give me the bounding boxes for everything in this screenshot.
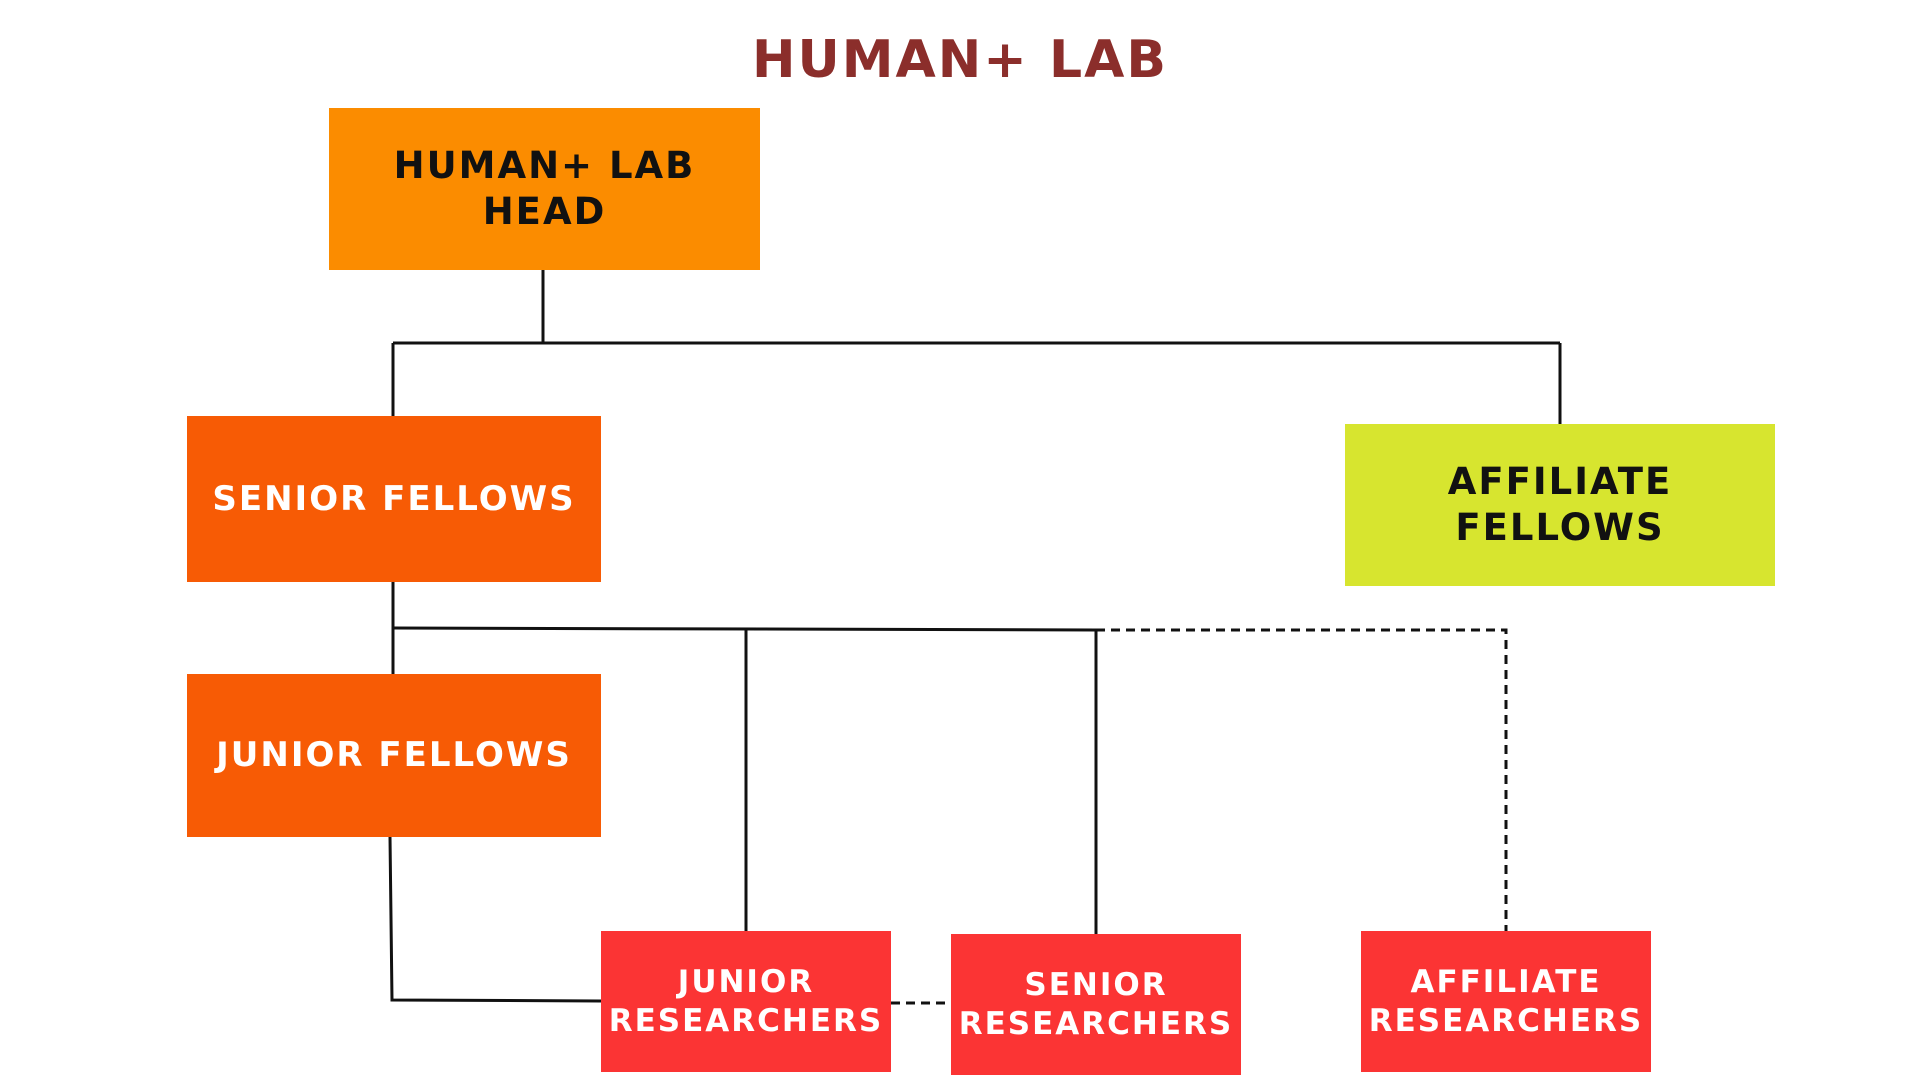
node-junior-researchers-line2: RESEARCHERS — [608, 1002, 884, 1039]
node-affiliate-fellows-line2: FELLOWS — [1455, 506, 1665, 549]
dashed-connector-to-affiliate-researchers — [1096, 628, 1508, 931]
node-senior-researchers-line2: RESEARCHERS — [958, 1005, 1234, 1042]
node-affiliate-researchers: AFFILIATE RESEARCHERS — [1361, 931, 1651, 1072]
node-affiliate-researchers-line2: RESEARCHERS — [1368, 1002, 1644, 1039]
node-junior-researchers: JUNIOR RESEARCHERS — [601, 931, 891, 1072]
diagram-title: HUMAN+ LAB — [752, 30, 1168, 90]
node-affiliate-fellows-line1: AFFILIATE — [1447, 459, 1673, 503]
node-senior-fellows-label: SENIOR FELLOWS — [212, 478, 576, 519]
node-affiliate-fellows: AFFILIATE FELLOWS — [1345, 424, 1775, 586]
node-senior-fellows: SENIOR FELLOWS — [187, 416, 601, 582]
node-lab-head: HUMAN+ LAB HEAD — [329, 108, 760, 270]
node-junior-fellows-label: JUNIOR FELLOWS — [216, 735, 572, 776]
node-senior-researchers: SENIOR RESEARCHERS — [951, 934, 1241, 1075]
node-junior-researchers-line1: JUNIOR — [677, 963, 815, 1000]
connector-junior-fellows-to-junior-researchers — [388, 836, 602, 1003]
node-lab-head-label: HUMAN+ LAB HEAD — [393, 143, 696, 233]
node-affiliate-researchers-line1: AFFILIATE — [1410, 963, 1602, 1000]
node-senior-researchers-line1: SENIOR — [1024, 966, 1168, 1003]
node-junior-fellows: JUNIOR FELLOWS — [187, 674, 601, 837]
